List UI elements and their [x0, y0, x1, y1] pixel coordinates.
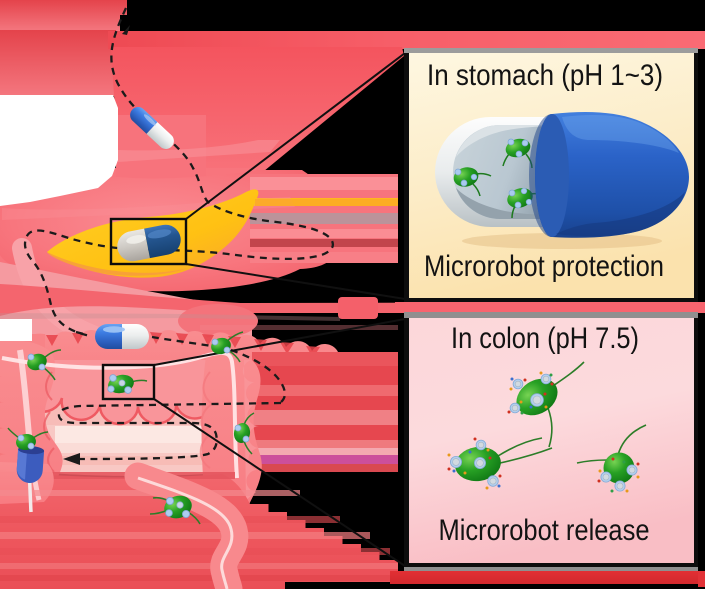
svg-text:Microrobot release: Microrobot release [439, 514, 650, 547]
svg-text:In colon (pH 7.5): In colon (pH 7.5) [451, 322, 639, 355]
svg-text:Microrobot protection: Microrobot protection [424, 250, 664, 283]
svg-text:In stomach (pH 1~3): In stomach (pH 1~3) [427, 59, 663, 92]
